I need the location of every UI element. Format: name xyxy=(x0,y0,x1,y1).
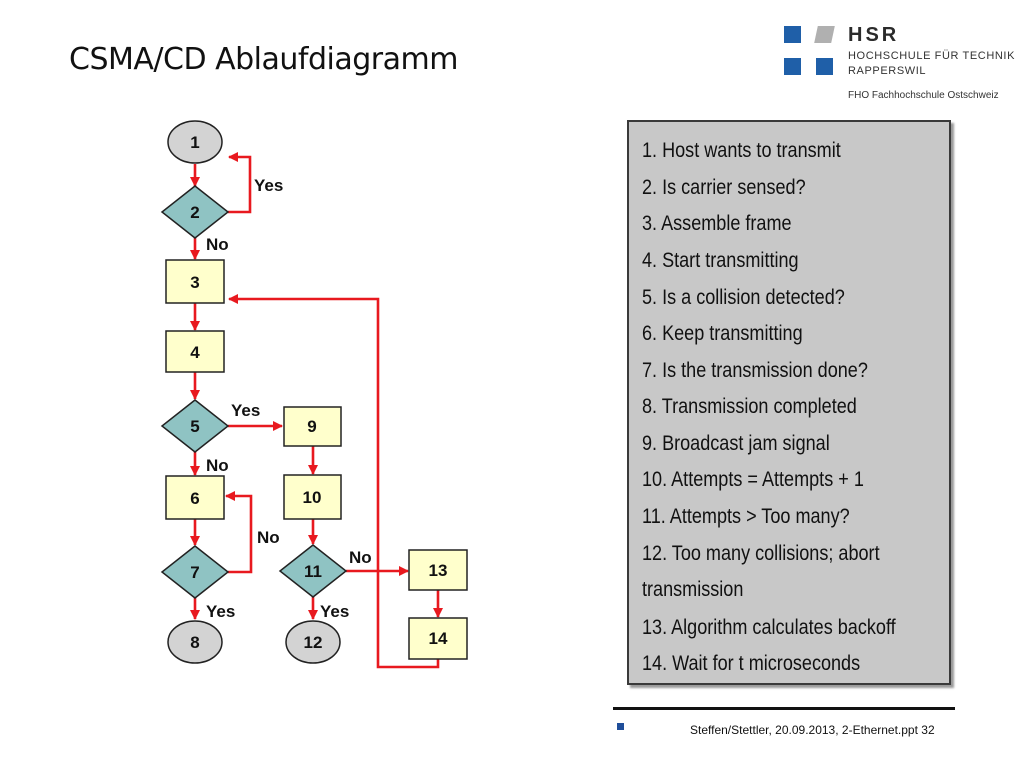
footer-text: Steffen/Stettler, 20.09.2013, 2-Ethernet… xyxy=(690,723,935,737)
logo-line-3: FHO Fachhochschule Ostschweiz xyxy=(848,90,999,101)
node-4-process xyxy=(165,330,225,373)
edge-label-5-yes: Yes xyxy=(231,401,260,420)
node-14-process xyxy=(408,617,468,660)
edge-label-7-yes: Yes xyxy=(206,602,235,621)
footer-divider xyxy=(613,707,955,710)
node-12-terminal xyxy=(285,620,341,664)
legend-item-1: 1. Host wants to transmit xyxy=(642,139,841,162)
node-11-decision xyxy=(278,544,348,598)
flowchart: Yes No Yes No No Yes No Yes 1 2 3 4 5 6 … xyxy=(160,120,468,669)
node-2-decision xyxy=(160,185,230,239)
logo-name: HSR xyxy=(848,24,900,46)
edge-2-yes-loop xyxy=(228,152,252,214)
edge-label-2-no: No xyxy=(206,235,229,254)
edge-7-no-loop xyxy=(225,491,253,574)
node-5-label: 5 xyxy=(190,417,199,436)
node-8-label: 8 xyxy=(190,633,199,652)
node-2-label: 2 xyxy=(190,203,199,222)
node-1-terminal xyxy=(167,120,223,164)
node-10-process xyxy=(283,474,342,520)
node-8-terminal xyxy=(167,620,223,664)
node-6-label: 6 xyxy=(190,489,199,508)
node-13-process xyxy=(408,549,468,591)
logo-square-blue-2 xyxy=(784,58,801,75)
node-7-decision xyxy=(160,545,230,599)
legend-item-9: 9. Broadcast jam signal xyxy=(642,432,830,455)
edge-label-7-no: No xyxy=(257,528,280,547)
node-13-label: 13 xyxy=(429,561,448,580)
legend-item-10: 10. Attempts = Attempts + 1 xyxy=(642,468,864,491)
legend-item-3: 3. Assemble frame xyxy=(642,212,792,235)
legend-item-12: 12. Too many collisions; abort xyxy=(642,542,880,565)
legend-item-14: 14. Wait for t microseconds xyxy=(642,652,861,675)
node-10-label: 10 xyxy=(303,488,322,507)
logo-line-1: HOCHSCHULE FÜR TECHNIK xyxy=(848,50,1016,62)
legend-item-4: 4. Start transmitting xyxy=(642,249,799,272)
legend-item-12-cont: transmission xyxy=(642,578,744,601)
node-4-label: 4 xyxy=(190,343,200,362)
node-9-process xyxy=(283,406,342,447)
legend-item-2: 2. Is carrier sensed? xyxy=(642,176,806,199)
node-1-label: 1 xyxy=(190,133,199,152)
legend-box: 1. Host wants to transmit 2. Is carrier … xyxy=(627,120,951,685)
page-title: CSMA/CD Ablaufdiagramm xyxy=(69,42,458,77)
logo-square-blue-3 xyxy=(816,58,833,75)
legend-item-8: 8. Transmission completed xyxy=(642,395,857,418)
legend-item-6: 6. Keep transmitting xyxy=(642,322,803,345)
node-3-label: 3 xyxy=(190,273,199,292)
footer-bullet-icon xyxy=(617,723,624,730)
hsr-logo: HSR HOCHSCHULE FÜR TECHNIK RAPPERSWIL FH… xyxy=(784,24,1019,106)
legend-item-5: 5. Is a collision detected? xyxy=(642,286,845,309)
edge-label-11-yes: Yes xyxy=(320,602,349,621)
node-6-process xyxy=(165,475,225,520)
node-12-label: 12 xyxy=(304,633,323,652)
legend-item-7: 7. Is the transmission done? xyxy=(642,359,868,382)
edge-label-11-no: No xyxy=(349,548,372,567)
logo-square-blue-1 xyxy=(784,26,801,43)
logo-line-2: RAPPERSWIL xyxy=(848,65,927,77)
node-5-decision xyxy=(160,399,230,453)
legend-item-13: 13. Algorithm calculates backoff xyxy=(642,616,896,639)
node-7-label: 7 xyxy=(190,563,199,582)
node-11-label: 11 xyxy=(304,562,322,581)
edge-label-2-yes: Yes xyxy=(254,176,283,195)
legend-item-11: 11. Attempts > Too many? xyxy=(642,505,850,528)
edge-label-5-no: No xyxy=(206,456,229,475)
logo-square-gray xyxy=(814,26,835,43)
node-14-label: 14 xyxy=(429,629,448,648)
edge-14-3 xyxy=(228,294,440,669)
node-3-process xyxy=(165,259,225,304)
node-9-label: 9 xyxy=(307,417,316,436)
